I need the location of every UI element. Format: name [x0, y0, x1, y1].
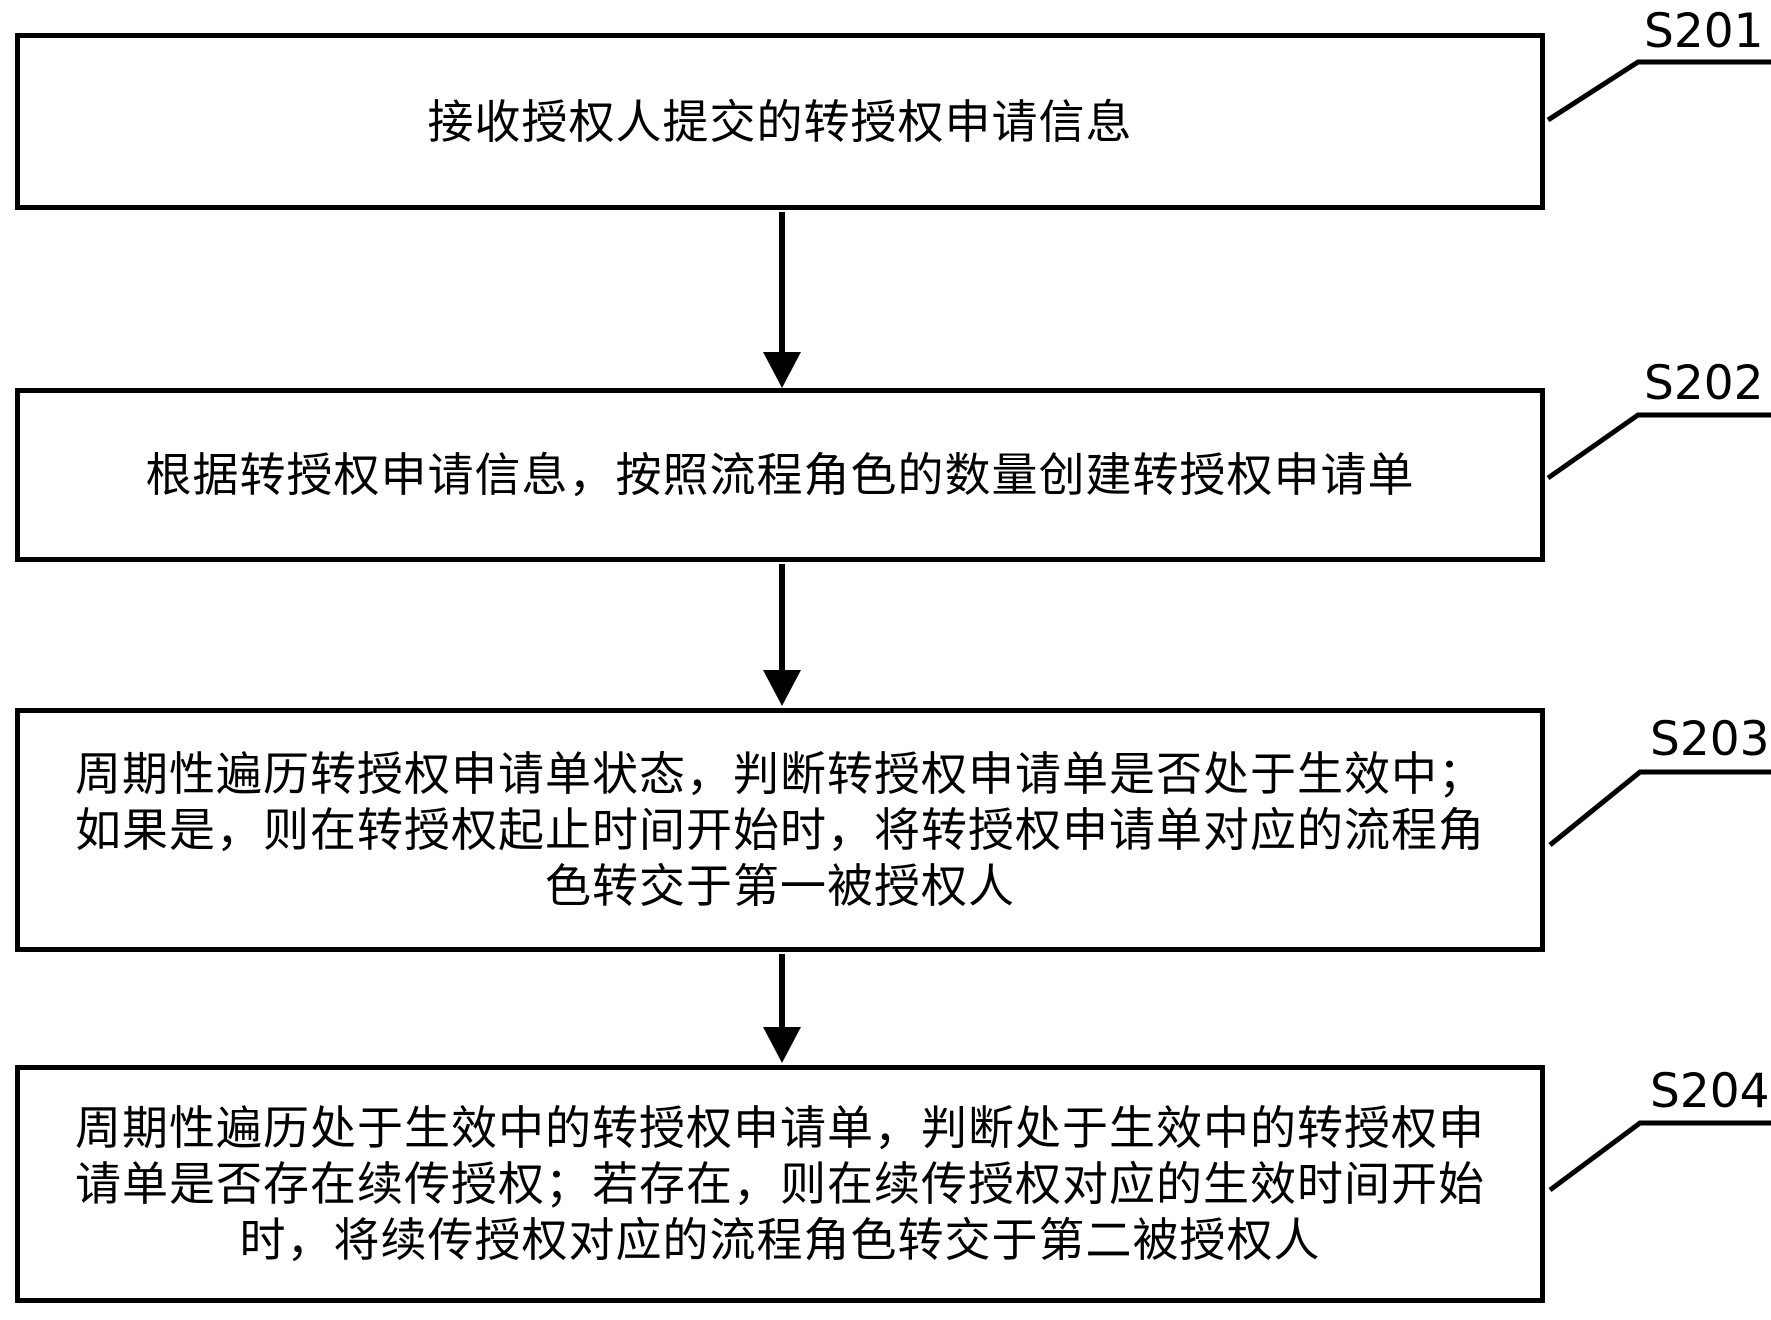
step-label-s204: S204 — [1650, 1064, 1770, 1119]
flow-box-s201: 接收授权人提交的转授权申请信息 — [15, 33, 1545, 210]
flow-box-s203-text-line2: 如果是，则在转授权起止时间开始时，将转授权申请单对应的流程角 — [75, 803, 1485, 857]
flow-box-s203-text-line1: 周期性遍历转授权申请单状态，判断转授权申请单是否处于生效中； — [75, 747, 1485, 801]
flow-box-s204: 周期性遍历处于生效中的转授权申请单，判断处于生效中的转授权申 请单是否存在续传授… — [15, 1065, 1545, 1303]
leader-line-s203 — [1548, 769, 1771, 847]
leader-line-s201 — [1546, 59, 1771, 123]
arrow-s202-to-s203 — [763, 564, 801, 706]
flow-box-s203: 周期性遍历转授权申请单状态，判断转授权申请单是否处于生效中； 如果是，则在转授权… — [15, 708, 1545, 952]
leader-line-s204 — [1548, 1120, 1771, 1193]
step-label-s203: S203 — [1650, 712, 1770, 767]
flow-box-s204-text-line1: 周期性遍历处于生效中的转授权申请单，判断处于生效中的转授权申 — [75, 1101, 1485, 1155]
flow-box-s202-text: 根据转授权申请信息，按照流程角色的数量创建转授权申请单 — [145, 448, 1415, 502]
leader-line-s202 — [1546, 412, 1771, 481]
arrow-s201-to-s202 — [763, 212, 801, 388]
step-label-s202: S202 — [1644, 356, 1764, 411]
arrow-s203-to-s204 — [763, 954, 801, 1063]
flow-box-s204-text-line2: 请单是否存在续传授权；若存在，则在续传授权对应的生效时间开始 — [75, 1157, 1485, 1211]
flow-box-s202: 根据转授权申请信息，按照流程角色的数量创建转授权申请单 — [15, 388, 1545, 562]
step-label-s201: S201 — [1644, 4, 1764, 59]
flow-box-s201-text: 接收授权人提交的转授权申请信息 — [427, 94, 1133, 149]
flow-box-s203-text-line3: 色转交于第一被授权人 — [545, 859, 1015, 913]
flow-box-s204-text-line3: 时，将续传授权对应的流程角色转交于第二被授权人 — [239, 1213, 1321, 1267]
